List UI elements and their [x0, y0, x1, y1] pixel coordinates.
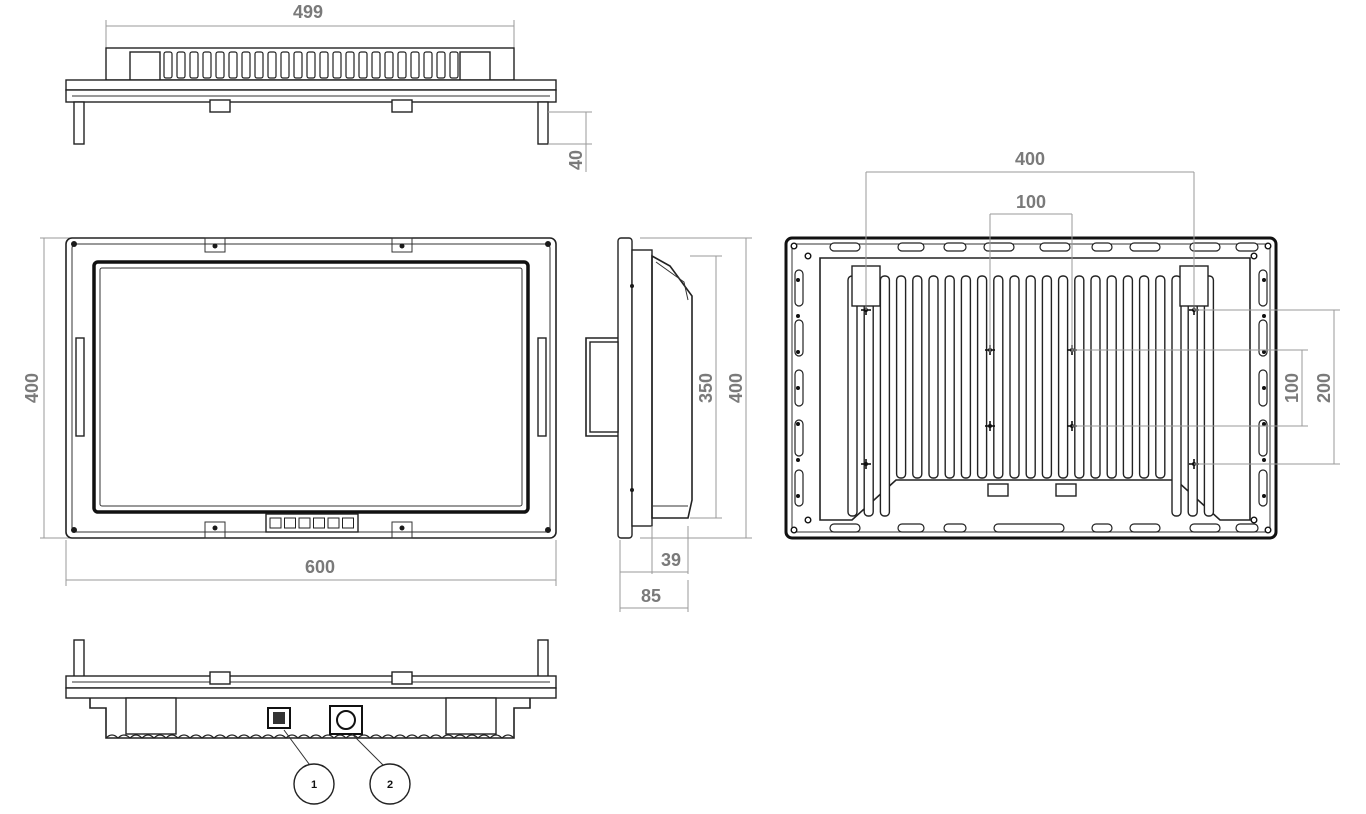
callout-1: 1: [311, 779, 317, 791]
dim-side-inner-height: 350: [696, 373, 716, 403]
dim-rear-vesa-width: 400: [1015, 149, 1045, 169]
dim-top-height: 40: [566, 150, 586, 170]
dim-front-width: 600: [305, 557, 335, 577]
dim-rear-vesa-inner-height: 100: [1282, 373, 1302, 403]
rear-view: 400 100 100 200: [784, 149, 1340, 540]
dim-side-depth: 85: [641, 586, 661, 606]
dim-rear-vesa-height: 200: [1314, 373, 1334, 403]
dim-rear-vesa-inner-width: 100: [1016, 192, 1046, 212]
callout-2: 2: [387, 779, 393, 791]
side-view: 350 400 39 85: [585, 237, 752, 612]
bottom-view: 1 2: [65, 639, 557, 805]
dim-side-height: 400: [726, 373, 746, 403]
dim-top-width: 499: [293, 2, 323, 22]
dim-front-height: 400: [22, 373, 42, 403]
front-view: 400 600: [22, 237, 557, 586]
dim-side-depth-small: 39: [661, 550, 681, 570]
top-view: 499 40: [65, 2, 592, 172]
